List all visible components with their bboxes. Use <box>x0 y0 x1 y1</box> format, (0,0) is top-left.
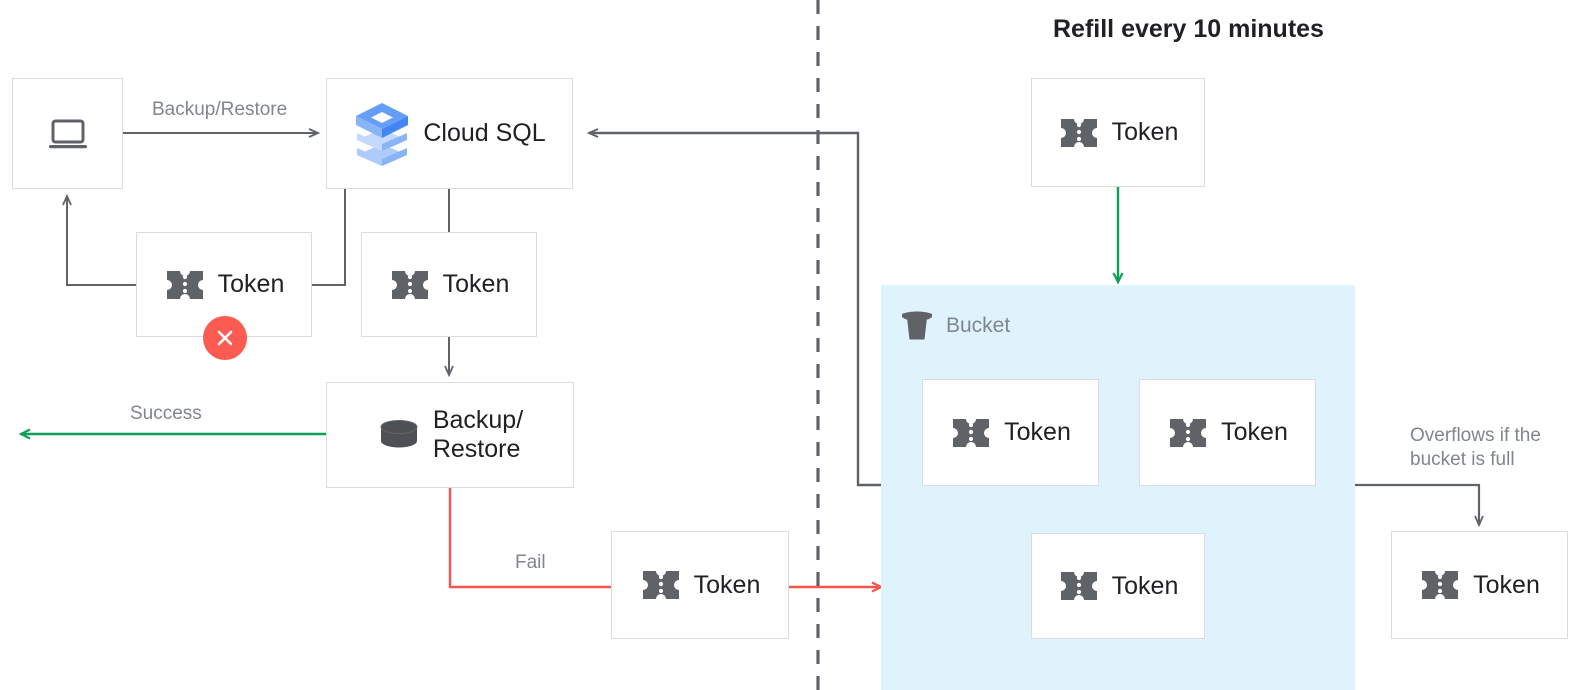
node-token-overflow[interactable]: Token <box>1391 531 1568 639</box>
node-backup-restore-label: Backup/ Restore <box>432 405 524 464</box>
node-token-refill-label: Token <box>1111 118 1179 146</box>
node-token-bucket-3-label: Token <box>1111 571 1179 600</box>
edge-label-success: Success <box>130 403 202 424</box>
node-token-overflow-label: Token <box>1473 570 1540 599</box>
database-icon <box>377 418 421 452</box>
token-icon <box>389 268 431 302</box>
node-token-refill[interactable]: Token <box>1031 78 1205 187</box>
node-token-bucket-2-label: Token <box>1221 418 1288 446</box>
edge-overflow <box>1355 483 1479 525</box>
token-icon <box>640 568 682 602</box>
node-token-cloudsql[interactable]: Token <box>361 232 537 337</box>
node-client[interactable] <box>12 78 123 189</box>
token-icon <box>1167 416 1209 450</box>
node-token-fail-label: Token <box>693 570 761 599</box>
token-icon <box>164 268 206 302</box>
edge-label-backup-restore: Backup/Restore <box>152 99 288 120</box>
node-token-bucket-1-label: Token <box>1004 418 1071 446</box>
node-token-client-label: Token <box>217 270 285 298</box>
laptop-icon <box>46 116 90 152</box>
node-token-fail[interactable]: Token <box>611 531 789 639</box>
token-icon <box>1419 568 1461 602</box>
node-cloud-sql[interactable]: Cloud SQL <box>326 78 573 189</box>
edge-label-overflow: Overflows if the bucket is full <box>1410 425 1541 470</box>
token-icon <box>1058 569 1100 603</box>
edge-token-to-client <box>67 196 136 286</box>
page-title: Refill every 10 minutes <box>1053 15 1324 43</box>
bucket-icon <box>900 310 934 342</box>
node-token-bucket-1[interactable]: Token <box>922 379 1099 486</box>
token-icon <box>1058 116 1100 150</box>
close-icon <box>217 330 233 346</box>
token-icon <box>950 416 992 450</box>
node-cloud-sql-label: Cloud SQL <box>423 118 546 147</box>
node-token-bucket-2[interactable]: Token <box>1139 379 1316 486</box>
edge-label-fail: Fail <box>515 552 546 573</box>
edge-bucket-to-cloudsql <box>589 133 881 487</box>
cloud-sql-icon <box>353 101 411 167</box>
node-token-cloudsql-label: Token <box>442 270 510 298</box>
bucket-label: Bucket <box>946 314 1011 337</box>
error-x-badge <box>203 316 247 360</box>
bucket-heading: Bucket <box>900 310 1010 342</box>
edge-token-consume <box>312 189 346 286</box>
node-backup-restore[interactable]: Backup/ Restore <box>326 382 574 488</box>
node-token-bucket-3[interactable]: Token <box>1031 533 1205 639</box>
